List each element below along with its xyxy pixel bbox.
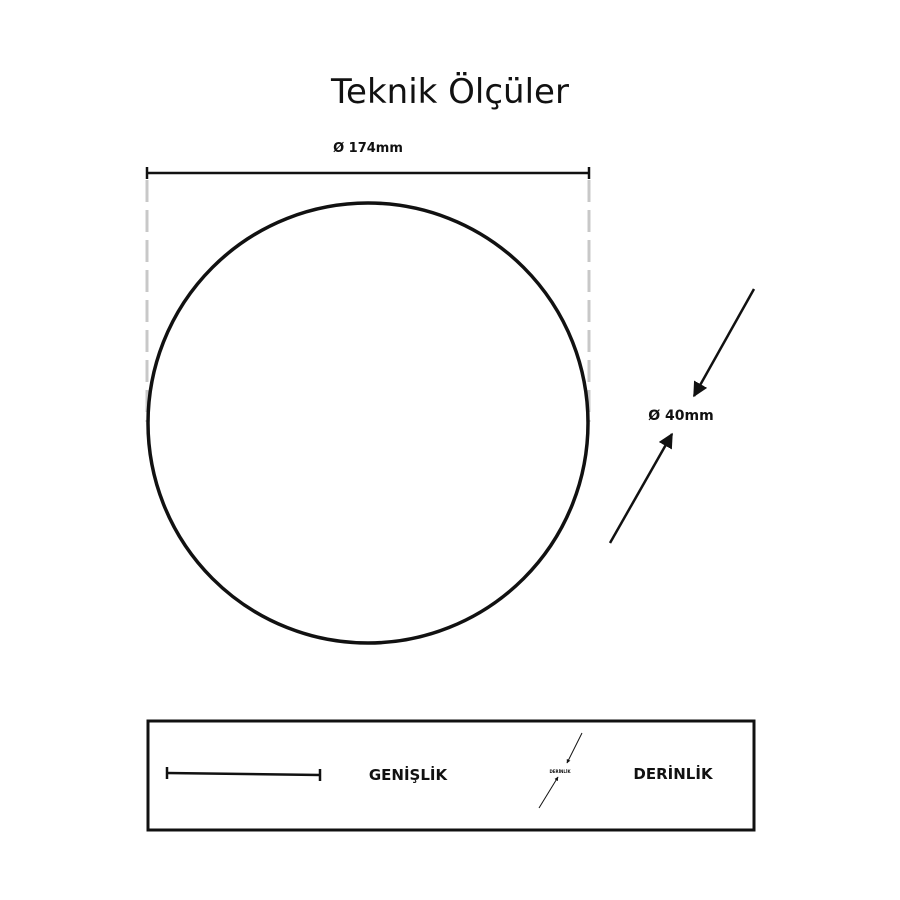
product-circle-outline — [146, 201, 590, 645]
width-dimension-label: Ø 174mm — [333, 141, 403, 156]
depth-arrow-top — [692, 288, 756, 398]
legend-box — [146, 719, 756, 832]
width-dimension-line — [145, 167, 591, 179]
legend-width-label: GENİŞLİK — [369, 765, 449, 784]
legend-width-line-icon — [165, 767, 322, 781]
legend-depth-mini-label: DERİNLİK — [549, 769, 571, 774]
page-title: Teknik Ölçüler — [330, 71, 569, 112]
legend-depth-arrows-icon: DERİNLİK — [538, 732, 583, 809]
legend-depth-label: DERİNLİK — [633, 764, 714, 783]
depth-arrow-bottom — [608, 432, 674, 544]
depth-dimension-label: Ø 40mm — [648, 408, 713, 424]
